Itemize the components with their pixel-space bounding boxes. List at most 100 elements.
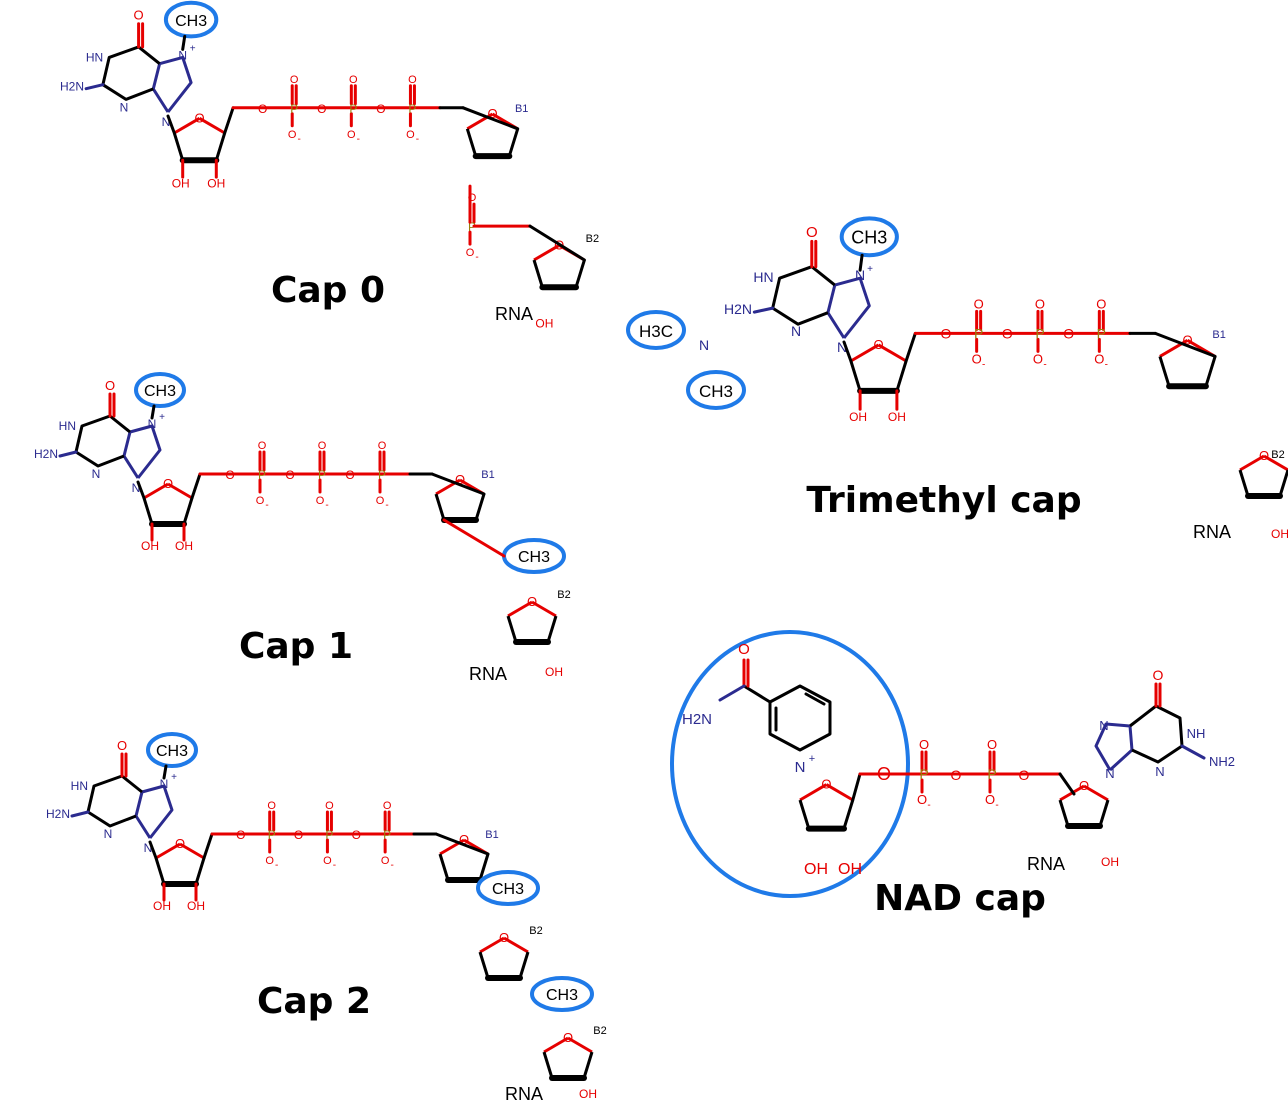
charge-label: + xyxy=(867,264,873,275)
bond xyxy=(804,692,826,706)
bond xyxy=(172,132,227,162)
oxygen-label: O xyxy=(1033,351,1043,366)
bond xyxy=(849,360,908,393)
hydroxyl-label: OH xyxy=(579,1087,597,1101)
oxygen-label: O xyxy=(527,594,537,609)
nitrogen-label: N xyxy=(178,48,187,62)
bond xyxy=(70,810,90,818)
bond xyxy=(507,600,533,618)
bond xyxy=(1129,704,1184,764)
bond xyxy=(528,224,586,262)
oxygen-label: O xyxy=(406,129,415,141)
bond xyxy=(166,114,176,135)
bond xyxy=(142,497,194,526)
bond xyxy=(850,343,880,363)
oxygen-label: O xyxy=(318,440,327,452)
bond xyxy=(542,1051,594,1080)
charge-label: - xyxy=(390,860,393,871)
oxygen-label: O xyxy=(258,102,267,116)
rna-label: RNA xyxy=(505,1084,543,1103)
oxygen-label: O xyxy=(325,800,334,812)
bond xyxy=(533,244,560,262)
bond xyxy=(825,783,854,802)
oxygen-label: O xyxy=(455,472,465,487)
charge-label: + xyxy=(809,753,815,765)
base-label: B2 xyxy=(1271,449,1284,461)
bond xyxy=(167,482,193,500)
oxygen-label: O xyxy=(563,1030,573,1045)
phosphorus-label: P xyxy=(1097,325,1106,341)
base-label: B1 xyxy=(1212,329,1225,341)
nitrogen-label: N xyxy=(1155,764,1164,779)
rna-label: RNA xyxy=(1193,522,1231,542)
bond xyxy=(752,306,775,314)
phosphorus-label: P xyxy=(408,102,416,116)
methyl-label: CH3 xyxy=(492,881,524,898)
charge-label: + xyxy=(190,43,196,54)
bond xyxy=(202,832,214,860)
base-label: B1 xyxy=(485,829,498,841)
nitrogen-label: N xyxy=(144,841,153,855)
nh-label: HN xyxy=(86,50,103,64)
bond xyxy=(503,936,529,954)
bond xyxy=(567,1036,593,1054)
oxygen-label: O xyxy=(288,129,297,141)
oxygen-label: O xyxy=(499,930,509,945)
nitrogen-label: N xyxy=(92,467,101,481)
hydroxyl-label: OH xyxy=(172,177,190,191)
bond xyxy=(1083,784,1109,802)
methyl-highlight-ring xyxy=(134,372,186,408)
oxygen-label: O xyxy=(117,738,127,753)
base-label: B2 xyxy=(586,233,599,245)
oxygen-label: O xyxy=(974,296,984,311)
methyl-label: CH3 xyxy=(175,13,207,30)
phosphorus-label: P xyxy=(258,468,266,482)
rna-label: RNA xyxy=(469,664,507,684)
charge-label: - xyxy=(325,500,328,511)
charge-label: - xyxy=(333,860,336,871)
methyl-label: CH3 xyxy=(156,743,188,760)
base-label: B2 xyxy=(557,589,570,601)
hydroxyl-label: OH xyxy=(849,410,867,424)
nitrogen-label: N xyxy=(1105,766,1114,781)
hydroxyl-label: OH xyxy=(1101,855,1119,869)
charge-label: - xyxy=(1105,359,1108,370)
hydroxyl-label: OH xyxy=(207,177,225,191)
methyl-label: CH3 xyxy=(546,987,578,1004)
bond xyxy=(1058,772,1076,796)
methyl-label: CH3 xyxy=(144,383,176,400)
phosphorus-label: P xyxy=(1035,325,1044,341)
oxygen-label: O xyxy=(1153,667,1164,683)
base-label: B1 xyxy=(515,103,528,115)
oxygen-label: O xyxy=(941,325,952,341)
amine-label: NH2 xyxy=(1209,754,1235,769)
oxygen-label: O xyxy=(236,828,245,842)
bond xyxy=(826,276,871,339)
charge-label: - xyxy=(385,500,388,511)
methyl-label: CH3 xyxy=(518,549,550,566)
oxygen-label: O xyxy=(163,476,173,491)
bond xyxy=(506,615,558,644)
bond xyxy=(768,684,832,752)
bond xyxy=(858,253,864,272)
oxygen-label: O xyxy=(225,468,234,482)
base-label: B2 xyxy=(529,925,542,937)
bond xyxy=(543,1036,569,1054)
oxygen-label: O xyxy=(1096,296,1106,311)
bond xyxy=(1158,355,1217,388)
amine-label: H2N xyxy=(60,80,84,94)
oxygen-label: O xyxy=(1035,296,1045,311)
amine-label: H2N xyxy=(46,807,70,821)
oxygen-label: O xyxy=(1002,325,1013,341)
bond xyxy=(1239,454,1265,472)
nitrogen-label: N xyxy=(120,100,129,114)
structure-titles: Cap 0 Cap 1 Cap 2 Trimethyl cap NAD cap xyxy=(239,270,1082,1022)
charge-label: - xyxy=(275,860,278,871)
bond xyxy=(478,951,530,980)
bond xyxy=(742,684,772,704)
oxygen-label: O xyxy=(951,767,962,783)
